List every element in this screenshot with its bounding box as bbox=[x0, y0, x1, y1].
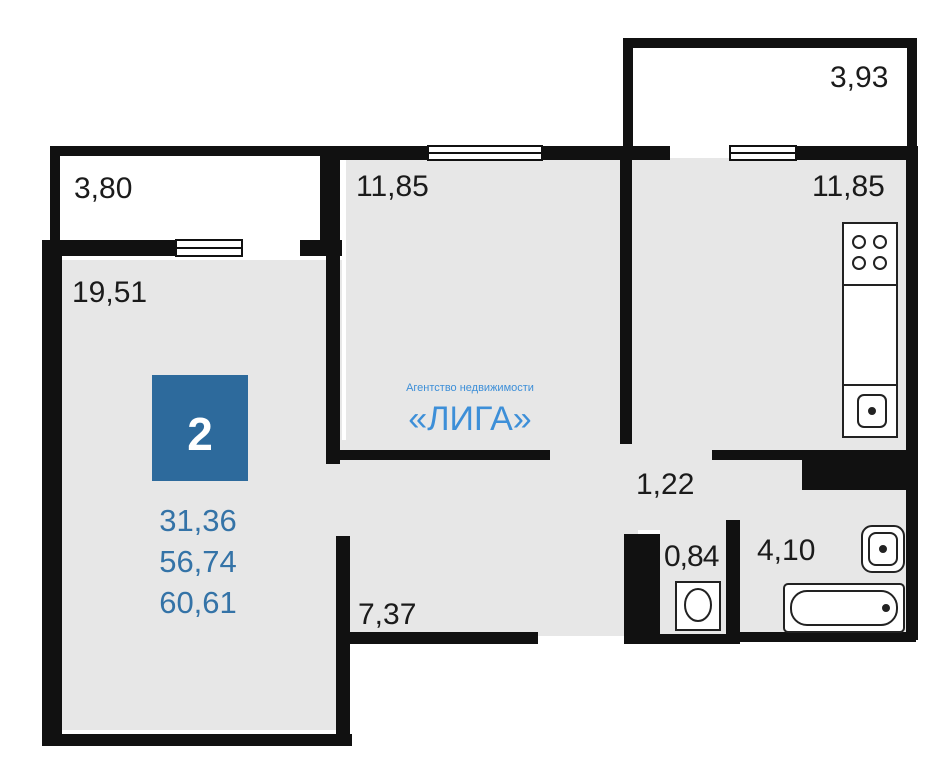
hall-area: 7,37 bbox=[358, 598, 416, 631]
bathroom-sink-icon bbox=[861, 525, 905, 573]
kitchen-counter bbox=[842, 222, 898, 438]
window-icon bbox=[427, 145, 543, 161]
room-count-value: 2 bbox=[187, 408, 213, 460]
watermark-subtitle: Агентство недвижимости bbox=[406, 382, 534, 394]
living-room-floor bbox=[60, 260, 342, 730]
stove-icon bbox=[852, 235, 887, 270]
kitchen-area: 11,85 bbox=[812, 170, 885, 203]
living-area-value: 31,36 bbox=[159, 503, 237, 538]
watermark-logo: «ЛИГА» bbox=[408, 400, 531, 438]
window-icon bbox=[729, 145, 797, 161]
hall-floor bbox=[338, 440, 638, 636]
total-area-value: 56,74 bbox=[159, 544, 237, 579]
bathroom-area: 4,10 bbox=[757, 534, 815, 567]
walls bbox=[42, 38, 918, 746]
room-count-badge bbox=[152, 375, 248, 481]
toilet-icon bbox=[675, 581, 721, 631]
bathtub-icon bbox=[783, 583, 905, 633]
living-room-area: 19,51 bbox=[72, 276, 147, 309]
kitchen-sink-icon bbox=[857, 394, 887, 428]
corridor-area: 1,22 bbox=[636, 468, 694, 501]
wc-area: 0,84 bbox=[664, 540, 719, 573]
window-icon bbox=[175, 239, 243, 257]
floors bbox=[60, 158, 910, 730]
bedroom-area: 11,85 bbox=[356, 170, 429, 203]
balcony-left-area: 3,80 bbox=[74, 172, 132, 205]
windows bbox=[175, 145, 797, 257]
balcony-right-area: 3,93 bbox=[830, 61, 888, 94]
total-with-balcony-value: 60,61 bbox=[159, 585, 237, 620]
bedroom-floor bbox=[346, 158, 628, 440]
